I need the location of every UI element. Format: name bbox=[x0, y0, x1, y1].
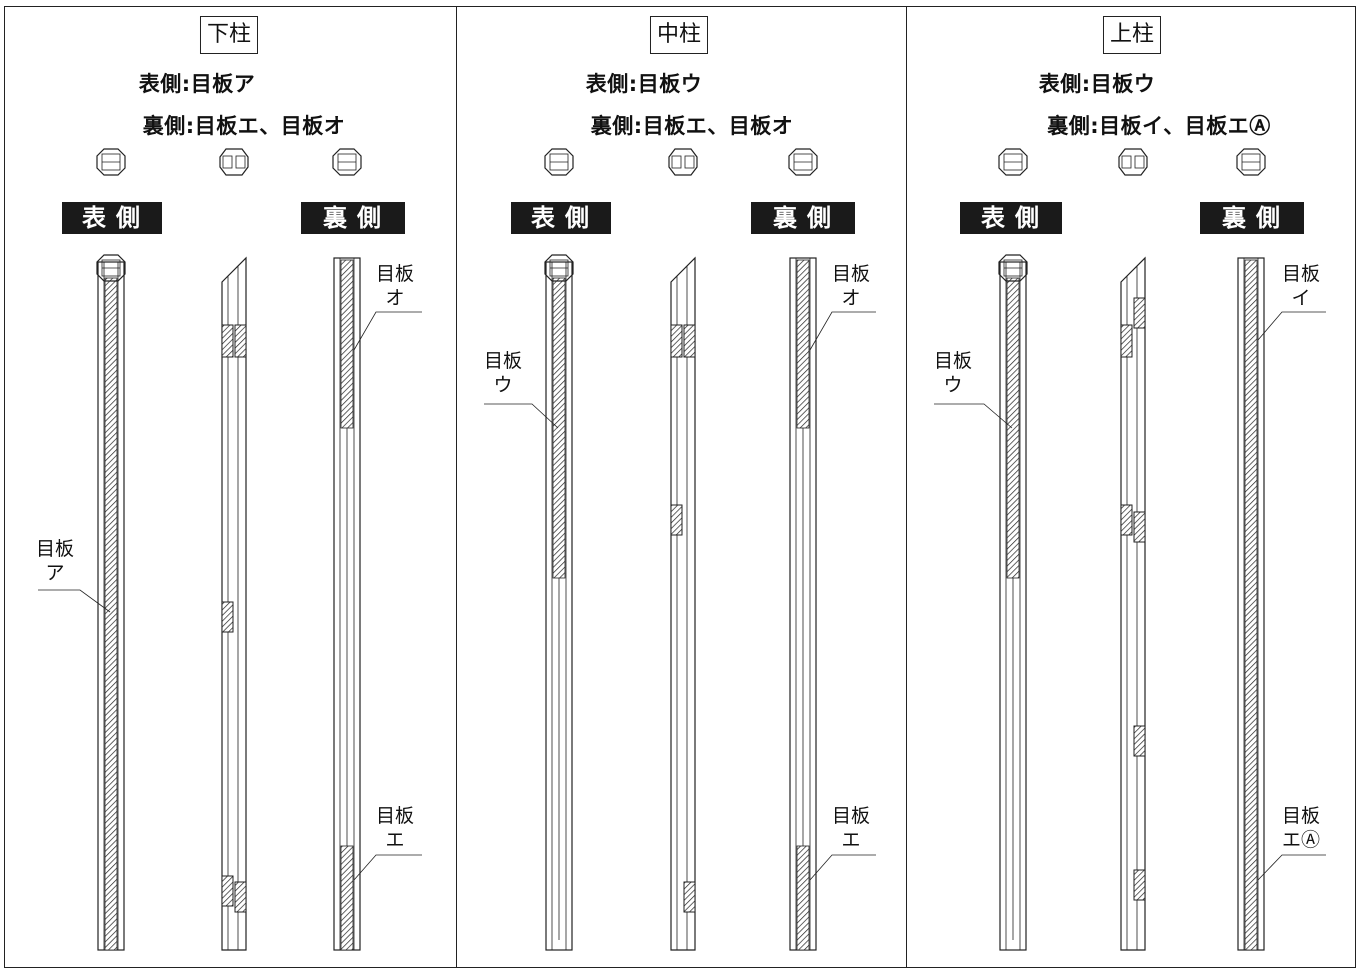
front-description: 表側:目板ウ bbox=[1038, 72, 1156, 96]
callout-line-2: ウ bbox=[943, 374, 963, 396]
leader-back-bottom bbox=[1257, 854, 1326, 881]
callout-back-bottom-batten: 目板 エ bbox=[832, 804, 870, 852]
panel-title: 中柱 bbox=[649, 16, 709, 54]
leader-back-top bbox=[809, 311, 876, 351]
front-column-outline bbox=[999, 261, 1027, 951]
section-icon-side-right bbox=[684, 155, 695, 169]
leader-back-bottom bbox=[353, 854, 422, 881]
leader-front-batten bbox=[934, 403, 1013, 429]
side-column-block bbox=[234, 881, 247, 913]
side-column-block bbox=[1133, 511, 1146, 543]
callout-back-top-batten: 目板 イ bbox=[1282, 262, 1320, 310]
callout-front-batten: 目板 ア bbox=[36, 537, 74, 585]
callout-line-1: 目板 bbox=[484, 350, 523, 372]
side-column-block bbox=[1133, 297, 1146, 329]
front-side-label: 表側 bbox=[62, 202, 162, 234]
side-column-outline bbox=[1120, 256, 1146, 951]
section-icon-side bbox=[1118, 148, 1148, 176]
back-column-batten bbox=[1244, 259, 1258, 951]
front-column-outline bbox=[545, 261, 573, 951]
callout-line-1: 目板 bbox=[376, 263, 415, 285]
side-column-block bbox=[1133, 869, 1146, 901]
callout-line-1: 目板 bbox=[832, 263, 871, 285]
side-column-block bbox=[1120, 324, 1133, 358]
back-side-label: 裏側 bbox=[751, 202, 855, 234]
section-icon-side-left bbox=[671, 155, 682, 169]
callout-line-2: エⒶ bbox=[1282, 829, 1321, 851]
side-column-block bbox=[221, 324, 234, 358]
callout-front-batten: 目板 ウ bbox=[934, 349, 972, 397]
front-side-label: 表側 bbox=[511, 202, 611, 234]
side-column-block bbox=[221, 875, 234, 907]
front-column-head-icon bbox=[998, 254, 1028, 282]
side-column-block bbox=[670, 324, 683, 358]
section-icon-back bbox=[1236, 148, 1266, 176]
callout-line-2: エ bbox=[385, 829, 405, 851]
leader-front-batten bbox=[38, 589, 111, 613]
front-column-head-icon bbox=[544, 254, 574, 282]
section-icon-front bbox=[544, 148, 574, 176]
callout-line-2: ア bbox=[45, 562, 65, 584]
section-icon-side bbox=[219, 148, 249, 176]
side-column-block bbox=[1133, 725, 1146, 757]
back-column-batten-bottom bbox=[796, 845, 810, 951]
front-column-batten bbox=[104, 277, 118, 951]
callout-line-1: 目板 bbox=[1282, 263, 1321, 285]
section-icon-front bbox=[96, 148, 126, 176]
callout-line-2: イ bbox=[1291, 287, 1311, 309]
panel-divider bbox=[456, 6, 457, 968]
section-icon-side-right bbox=[235, 155, 246, 169]
back-side-label: 裏側 bbox=[301, 202, 405, 234]
side-column-block bbox=[234, 324, 247, 358]
panel-title: 下柱 bbox=[199, 16, 259, 54]
callout-line-1: 目板 bbox=[376, 805, 415, 827]
back-description: 裏側:目板エ、目板オ bbox=[142, 114, 346, 138]
side-column-block bbox=[683, 881, 696, 913]
callout-line-1: 目板 bbox=[832, 805, 871, 827]
front-side-label: 表側 bbox=[960, 202, 1062, 234]
panel-title: 上柱 bbox=[1102, 16, 1162, 54]
back-side-label: 裏側 bbox=[1200, 202, 1304, 234]
side-column-outline bbox=[670, 256, 696, 951]
back-column-batten-top bbox=[796, 259, 810, 429]
callout-line-1: 目板 bbox=[1282, 805, 1321, 827]
callout-back-bottom-batten: 目板 エⒶ bbox=[1282, 804, 1320, 852]
leader-back-top bbox=[1257, 311, 1326, 341]
side-column-block bbox=[670, 504, 683, 536]
side-column-block bbox=[683, 324, 696, 358]
section-icon-back bbox=[332, 148, 362, 176]
callout-line-2: エ bbox=[841, 829, 861, 851]
leader-back-top bbox=[353, 311, 422, 351]
front-description: 表側:目板ウ bbox=[585, 72, 703, 96]
section-icon-front bbox=[998, 148, 1028, 176]
callout-front-batten: 目板 ウ bbox=[484, 349, 522, 397]
leader-back-bottom bbox=[809, 854, 876, 881]
callout-line-1: 目板 bbox=[934, 350, 973, 372]
callout-line-2: ウ bbox=[493, 374, 513, 396]
panel-divider bbox=[906, 6, 907, 968]
callout-back-top-batten: 目板 オ bbox=[376, 262, 414, 310]
callout-back-bottom-batten: 目板 エ bbox=[376, 804, 414, 852]
section-icon-side bbox=[668, 148, 698, 176]
section-icon-side-left bbox=[222, 155, 233, 169]
back-description: 裏側:目板エ、目板オ bbox=[590, 114, 794, 138]
front-column-batten bbox=[1006, 277, 1020, 579]
front-description: 表側:目板ア bbox=[138, 72, 256, 96]
section-icon-back bbox=[788, 148, 818, 176]
section-icon-side-left bbox=[1121, 155, 1132, 169]
callout-line-2: オ bbox=[385, 287, 405, 309]
back-column-batten-bottom bbox=[340, 845, 354, 951]
callout-line-1: 目板 bbox=[36, 538, 75, 560]
front-column-batten bbox=[552, 277, 566, 579]
callout-line-2: オ bbox=[841, 287, 861, 309]
back-column-batten-top bbox=[340, 259, 354, 429]
back-description: 裏側:目板イ、目板エⒶ bbox=[1047, 114, 1271, 138]
side-column-block bbox=[221, 601, 234, 633]
callout-back-top-batten: 目板 オ bbox=[832, 262, 870, 310]
side-column-block bbox=[1120, 504, 1133, 536]
section-icon-side-right bbox=[1134, 155, 1145, 169]
leader-front-batten bbox=[484, 403, 559, 429]
front-column-head-icon bbox=[96, 254, 126, 282]
